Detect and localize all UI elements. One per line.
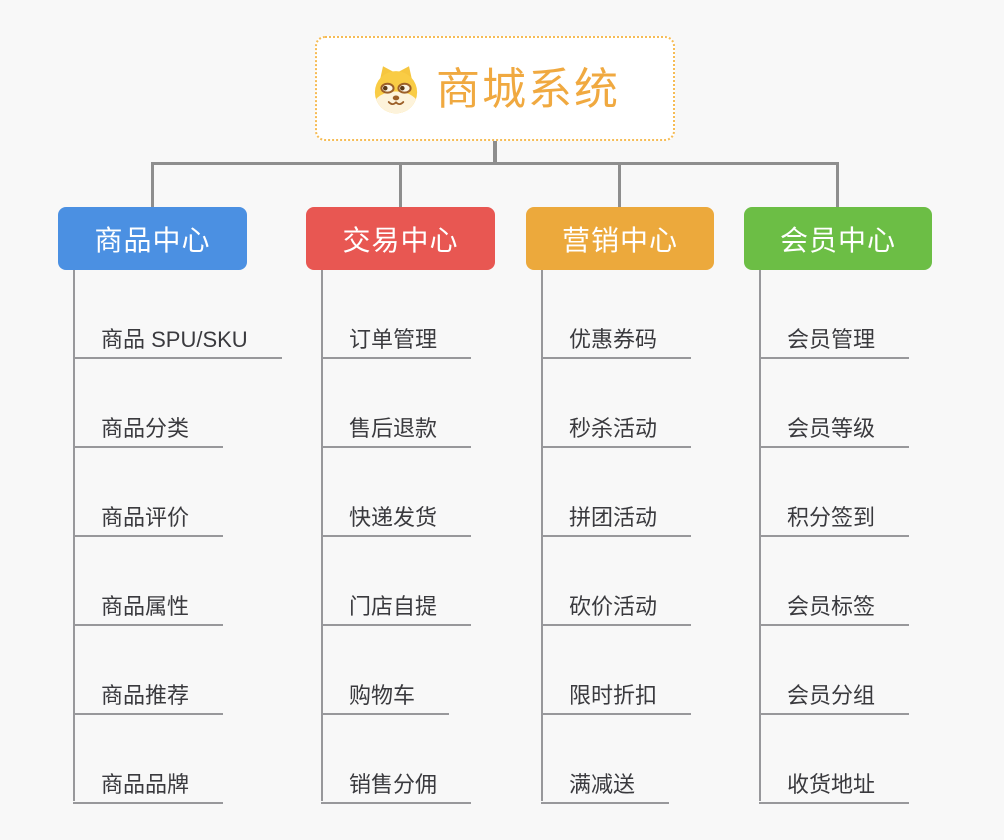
leaf-node[interactable]: 商品分类 <box>73 407 224 448</box>
leaf-node[interactable]: 积分签到 <box>759 496 910 537</box>
branch-label: 交易中心 <box>342 224 459 256</box>
leaf-node[interactable]: 商品评价 <box>73 496 224 537</box>
leaf-node[interactable]: 收货地址 <box>759 763 910 804</box>
leaf-node[interactable]: 拼团活动 <box>541 496 692 537</box>
root-label: 商城系统 <box>436 64 620 114</box>
connector-drop-member <box>836 162 839 208</box>
leaf-node[interactable]: 订单管理 <box>321 318 472 359</box>
leaf-node[interactable]: 商品属性 <box>73 585 224 626</box>
leaf-node[interactable]: 会员分组 <box>759 674 910 715</box>
leaf-node[interactable]: 售后退款 <box>321 407 472 448</box>
branch-label: 商品中心 <box>94 224 211 256</box>
connector-drop-marketing <box>618 162 621 208</box>
leaf-node[interactable]: 限时折扣 <box>541 674 692 715</box>
leaf-node[interactable]: 优惠券码 <box>541 318 692 359</box>
connector-root-vertical <box>493 140 497 163</box>
branch-node-product-center[interactable]: 商品中心 <box>58 207 247 270</box>
branch-node-marketing-center[interactable]: 营销中心 <box>526 207 714 270</box>
leaf-node[interactable]: 会员等级 <box>759 407 910 448</box>
branch-label: 会员中心 <box>779 224 896 256</box>
leaf-node[interactable]: 砍价活动 <box>541 585 692 626</box>
branch-node-trade-center[interactable]: 交易中心 <box>306 207 495 270</box>
leaf-node[interactable]: 会员管理 <box>759 318 910 359</box>
connector-horizontal-bar <box>151 162 839 165</box>
leaf-node[interactable]: 会员标签 <box>759 585 910 626</box>
leaf-node[interactable]: 商品推荐 <box>73 674 224 715</box>
branch-node-member-center[interactable]: 会员中心 <box>744 207 932 270</box>
leaf-node[interactable]: 满减送 <box>541 763 670 804</box>
connector-drop-product <box>151 162 154 208</box>
dog-face-icon <box>374 65 418 113</box>
leaf-node[interactable]: 购物车 <box>321 674 450 715</box>
leaf-node[interactable]: 商品品牌 <box>73 763 224 804</box>
leaf-node[interactable]: 商品 SPU/SKU <box>73 318 282 359</box>
leaf-node[interactable]: 门店自提 <box>321 585 472 626</box>
connector-drop-trade <box>399 162 402 208</box>
branch-label: 营销中心 <box>561 224 678 256</box>
root-node[interactable]: 商城系统 <box>315 36 675 141</box>
leaf-node[interactable]: 秒杀活动 <box>541 407 692 448</box>
leaf-node[interactable]: 快递发货 <box>321 496 472 537</box>
leaf-node[interactable]: 销售分佣 <box>321 763 472 804</box>
